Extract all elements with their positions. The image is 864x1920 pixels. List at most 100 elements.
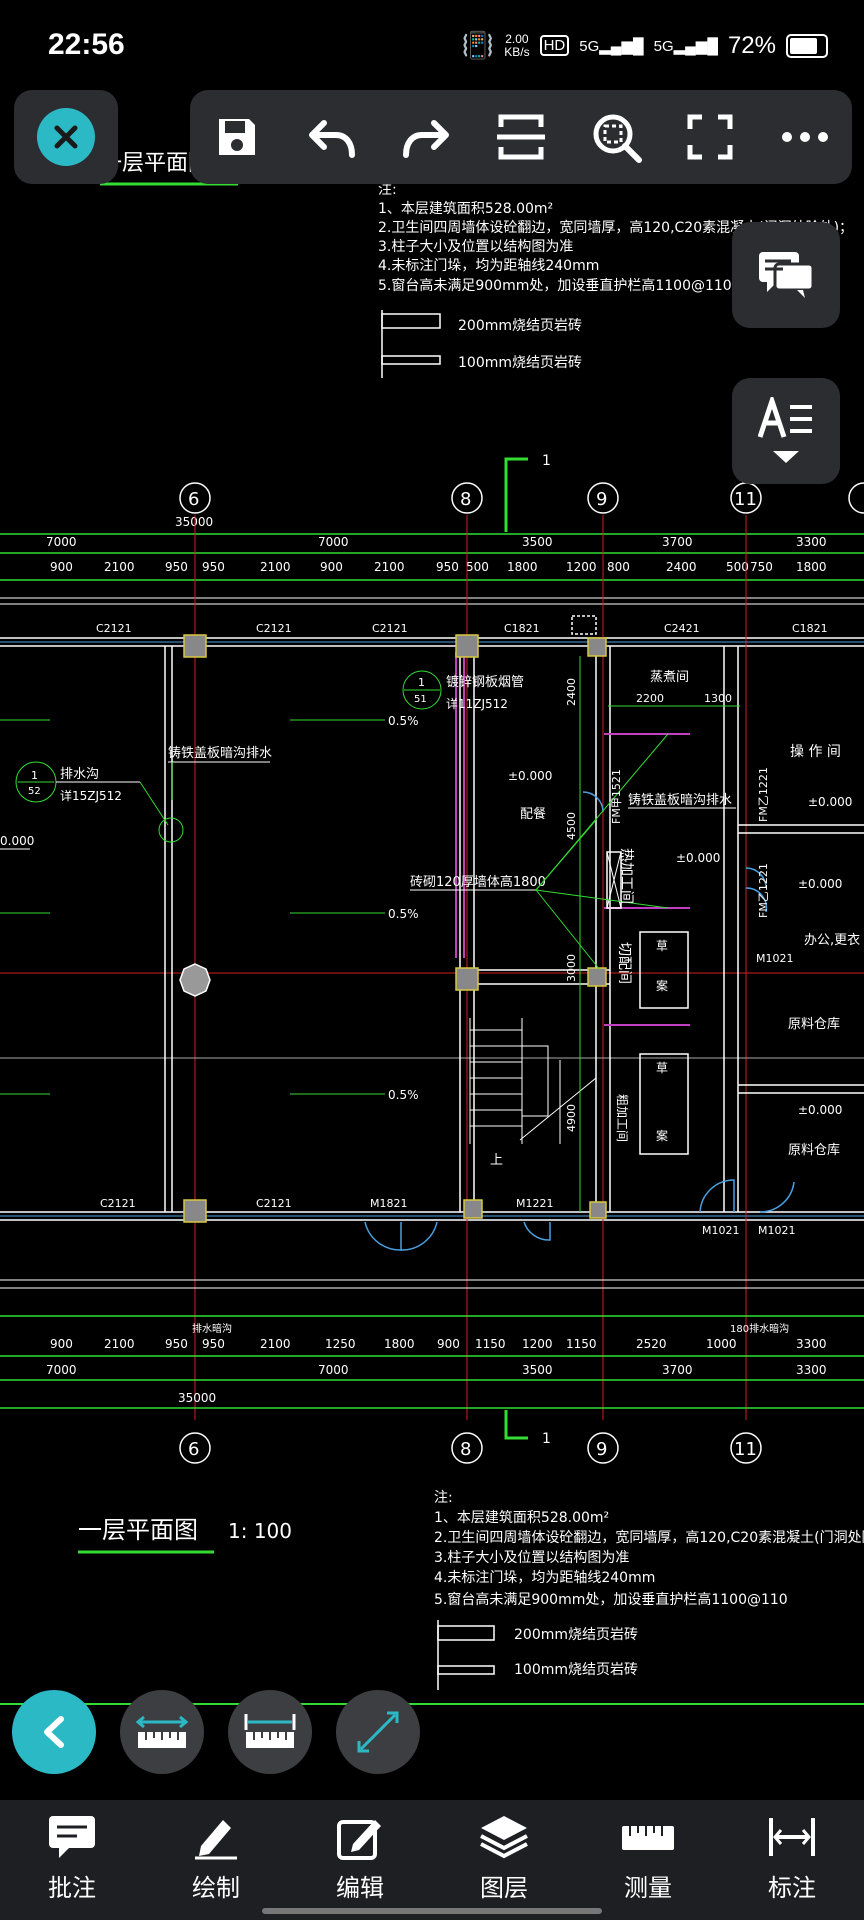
dim-major-top-1: 7000 <box>46 535 77 549</box>
dim-minor-bottom: 1250 <box>325 1337 356 1351</box>
nav-draw[interactable]: 绘制 <box>156 1800 276 1920</box>
room-raw-2: 原料仓库 <box>788 1142 840 1158</box>
slope-3: 0.5% <box>388 1088 419 1102</box>
redo-button[interactable] <box>390 101 462 173</box>
dim-minor-top: 1200 <box>566 560 597 574</box>
nav-layers-label: 图层 <box>480 1874 528 1902</box>
nav-measure-label: 测量 <box>624 1874 672 1902</box>
net-speed-value: 2.00 <box>505 31 529 46</box>
dim-major-top-2: 7000 <box>318 535 349 549</box>
svg-text:草: 草 <box>656 939 668 953</box>
inner-dim-4: 4500 <box>565 812 578 840</box>
note-3: 3.柱子大小及位置以结构图为准 <box>434 1550 629 1566</box>
legend-100: 100mm烧结页岩砖 <box>514 1662 638 1678</box>
nav-dimension-label: 标注 <box>768 1874 816 1902</box>
battery-percent: 72% <box>727 31 776 59</box>
nav-measure[interactable]: 测量 <box>588 1800 708 1920</box>
level-3: ±0.000 <box>808 795 852 809</box>
edit-icon <box>337 1820 381 1860</box>
window-top-2: C2121 <box>256 622 292 635</box>
undo-button[interactable] <box>296 101 368 173</box>
dim-minor-bottom: 1150 <box>566 1337 597 1351</box>
save-button[interactable] <box>201 101 273 173</box>
dim-minor-top: 950 <box>436 560 459 574</box>
level-4: ±0.000 <box>798 877 842 891</box>
measure-diagonal-button[interactable] <box>336 1690 420 1774</box>
dim-minor-top: 900 <box>50 560 73 574</box>
label-wall: 砖砌120厚墙体高1800 <box>410 874 546 890</box>
dim-total-bottom: 35000 <box>178 1391 216 1405</box>
notes-header: 注: <box>434 1490 453 1506</box>
hd-icon: HD <box>539 35 570 56</box>
axis-11-top: 11 <box>734 489 757 510</box>
legend-top-100: 100mm烧结页岩砖 <box>458 355 582 371</box>
inner-dim-1: 2200 <box>636 692 664 705</box>
nav-comment-label: 批注 <box>48 1874 96 1902</box>
crop-region-icon <box>496 114 545 160</box>
slope-2: 0.5% <box>388 907 419 921</box>
top-toolbar <box>190 90 852 184</box>
crop-region-button[interactable] <box>485 101 557 173</box>
diagonal-measure-icon <box>357 1711 399 1753</box>
redo-icon <box>403 120 450 158</box>
dim-major-top-4: 3700 <box>662 535 693 549</box>
dim-minor-bottom: 1000 <box>706 1337 737 1351</box>
nav-dimension[interactable]: 标注 <box>732 1800 852 1920</box>
dim-major-bottom-1: 7000 <box>46 1363 77 1377</box>
plan-scale: 1: 100 <box>228 1519 292 1543</box>
label-ramp-2: 180排水暗沟 <box>730 1322 789 1335</box>
text-toggle-button[interactable] <box>732 378 840 484</box>
pencil-icon <box>195 1820 237 1860</box>
inner-dim-3: 2400 <box>565 678 578 706</box>
stair-label: 上 <box>490 1153 503 1168</box>
dim-minor-top: 500 <box>726 560 749 574</box>
close-button[interactable] <box>14 90 118 184</box>
note-top-3: 3.柱子大小及位置以结构图为准 <box>378 239 573 255</box>
dim-minor-top: 500 <box>466 560 489 574</box>
room-raw: 原料仓库 <box>788 1016 840 1032</box>
dim-major-top-3: 3500 <box>522 535 553 549</box>
measure-tools <box>0 1690 864 1780</box>
dimension-icon <box>769 1818 815 1856</box>
note-4: 4.未标注门垛，均为距轴线240mm <box>434 1570 655 1586</box>
back-button[interactable] <box>12 1690 96 1774</box>
measure-width-button[interactable] <box>228 1690 312 1774</box>
nav-layers[interactable]: 图层 <box>444 1800 564 1920</box>
dim-minor-bottom: 1150 <box>475 1337 506 1351</box>
legend-top-200: 200mm烧结页岩砖 <box>458 318 582 334</box>
close-icon <box>37 108 95 166</box>
dim-minor-bottom: 2100 <box>260 1337 291 1351</box>
text-list-icon <box>758 397 812 438</box>
label-drain: 铸铁盖板暗沟排水 <box>168 745 272 761</box>
cad-drawing[interactable]: 一层平面图 注: 1、本层建筑面积528.00m² 2.卫生间四周墙体设砼翻边，… <box>0 92 864 1792</box>
window-top-3: C2121 <box>372 622 408 635</box>
dim-minor-bottom: 950 <box>202 1337 225 1351</box>
dim-minor-top: 950 <box>202 560 225 574</box>
fullscreen-button[interactable] <box>674 101 746 173</box>
dim-minor-top: 2400 <box>666 560 697 574</box>
ruler-width-icon <box>244 1714 296 1748</box>
axis-9-top: 9 <box>596 489 607 510</box>
axis-8-top: 8 <box>460 489 471 510</box>
note-top-5: 5.窗台高未满足900mm处，加设垂直护栏高1100@110 <box>378 277 732 294</box>
more-button[interactable] <box>769 101 841 173</box>
nav-comment[interactable]: 批注 <box>12 1800 132 1920</box>
nav-draw-label: 绘制 <box>192 1874 240 1902</box>
window-top-6: C1821 <box>792 622 828 635</box>
vibrate-icon: 📳 <box>461 30 495 60</box>
dim-minor-bottom: 2520 <box>636 1337 667 1351</box>
dim-minor-bottom: 900 <box>437 1337 460 1351</box>
dim-major-bottom-3: 3500 <box>522 1363 553 1377</box>
label-drain-2: 铸铁盖板暗沟排水 <box>628 792 732 808</box>
comments-button[interactable] <box>732 222 840 328</box>
signal-5g-icon: 5G▂▄▆█ <box>579 37 644 55</box>
zoom-region-button[interactable] <box>580 101 652 173</box>
nav-edit[interactable]: 编辑 <box>300 1800 420 1920</box>
home-indicator[interactable] <box>262 1908 602 1914</box>
measure-horizontal-button[interactable] <box>120 1690 204 1774</box>
room-hot: 热加工间 <box>618 848 634 904</box>
dims-top-minor: 900 2100 950 950 2100 900 2100 950 500 1… <box>50 560 827 574</box>
comments-icon <box>759 252 815 298</box>
